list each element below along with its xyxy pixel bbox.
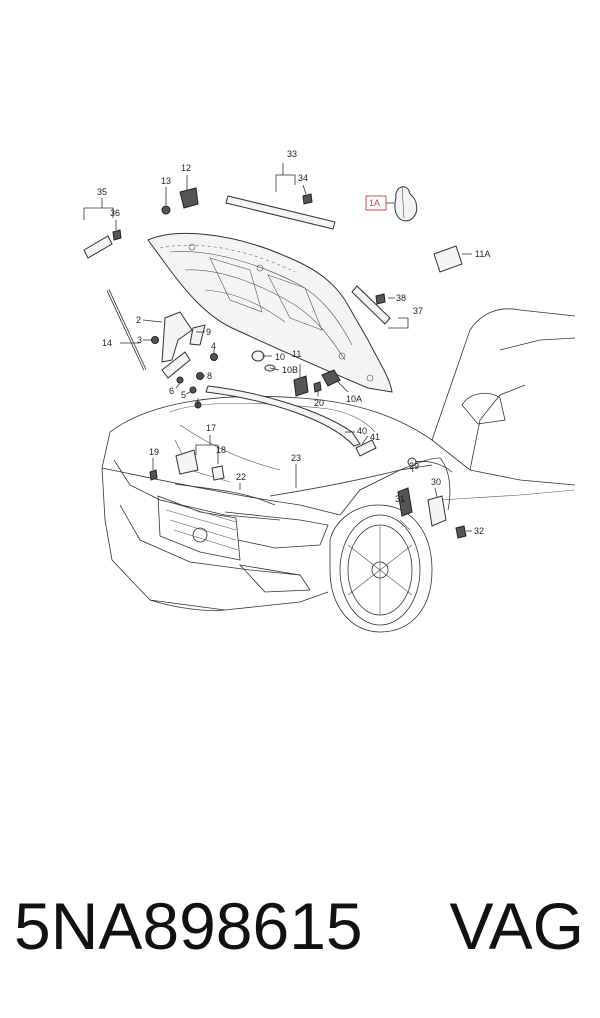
- callout-14: 14: [102, 338, 112, 348]
- hood-seal-strip: [225, 195, 336, 230]
- label-sticker-11a: [433, 245, 463, 273]
- callout-4: 4: [211, 341, 216, 351]
- callout-30: 30: [431, 477, 441, 487]
- nut-3: [151, 336, 159, 344]
- callout-18: 18: [216, 445, 226, 455]
- hood: [147, 232, 393, 393]
- seal-40: [205, 385, 361, 447]
- vehicle-body: [101, 308, 576, 633]
- hinge-arm: [161, 351, 191, 379]
- callout-5: 5: [181, 390, 186, 400]
- callout-35: 35: [97, 187, 107, 197]
- part-number-text: 5NA898615: [14, 889, 363, 963]
- callout-20: 20: [314, 398, 324, 408]
- hinge-bracket-9: [189, 324, 206, 346]
- trim-31: [397, 487, 413, 517]
- callout-11: 10B: [282, 365, 298, 375]
- screw-5: [189, 386, 197, 394]
- clip-20: [313, 381, 322, 393]
- hood-hinge: [161, 311, 193, 363]
- callout-7: 7: [195, 400, 200, 410]
- callout-12: 12: [181, 163, 191, 173]
- parts-diagram: 33 34 12 13 35 36 1A 11A 38 37 2 9 3 14 …: [83, 149, 576, 633]
- callout-labels: 33 34 12 13 35 36 1A 11A 38 37 2 9 3 14 …: [97, 149, 490, 536]
- hood-lock: [175, 449, 199, 475]
- callout-11a: 11A: [475, 249, 490, 259]
- callout-33: 33: [287, 149, 297, 159]
- bumper-10A: [321, 369, 341, 387]
- callout-6: 6: [169, 386, 174, 396]
- callout-34: 34: [298, 173, 308, 183]
- nut-13: [161, 205, 171, 215]
- release-lever-30: [427, 495, 447, 527]
- callout-13: 13: [161, 176, 171, 186]
- screw-19: [149, 469, 158, 481]
- callout-10: 10: [275, 352, 285, 362]
- clip-36: [112, 229, 122, 241]
- callout-19: 19: [149, 447, 159, 457]
- callout-10a: 10A: [346, 394, 362, 404]
- trim-41: [355, 439, 377, 457]
- callout-17: 17: [206, 423, 216, 433]
- callout-31: 31: [395, 494, 405, 504]
- engine-bay: [149, 402, 451, 511]
- clip-12: [179, 187, 199, 209]
- cowl-strip: [351, 285, 391, 325]
- clip-34: [302, 193, 313, 205]
- callout-32: 32: [474, 526, 484, 536]
- leader-lines: [83, 163, 472, 532]
- screw-4: [210, 353, 218, 361]
- bolt-6: [176, 376, 184, 384]
- lock-plate-18: [211, 465, 225, 481]
- callout-40: 40: [357, 426, 367, 436]
- release-cable-23: [269, 457, 441, 497]
- callout-36: 36: [110, 208, 120, 218]
- callout-1a: 1A: [369, 198, 380, 208]
- callout-23: 23: [291, 453, 301, 463]
- callout-22: 22: [236, 472, 246, 482]
- brand-text: VAG: [449, 889, 584, 963]
- gas-strut: [106, 289, 147, 371]
- callout-2: 2: [136, 315, 141, 325]
- clip-38: [375, 293, 386, 305]
- callout-9: 9: [206, 327, 211, 337]
- cable-22: [174, 483, 276, 506]
- callout-41: 41: [370, 432, 380, 442]
- callout-38: 38: [396, 293, 406, 303]
- insulation-1a-part: [394, 185, 418, 222]
- callout-3: 3: [137, 335, 142, 345]
- trim-piece-35: [83, 235, 113, 259]
- callout-10b: 11: [292, 349, 301, 359]
- callout-8: 8: [207, 371, 212, 381]
- clip-32: [455, 525, 467, 539]
- callout-37: 37: [413, 306, 423, 316]
- callout-29: 29: [409, 461, 419, 471]
- bracket-10B: [293, 375, 309, 397]
